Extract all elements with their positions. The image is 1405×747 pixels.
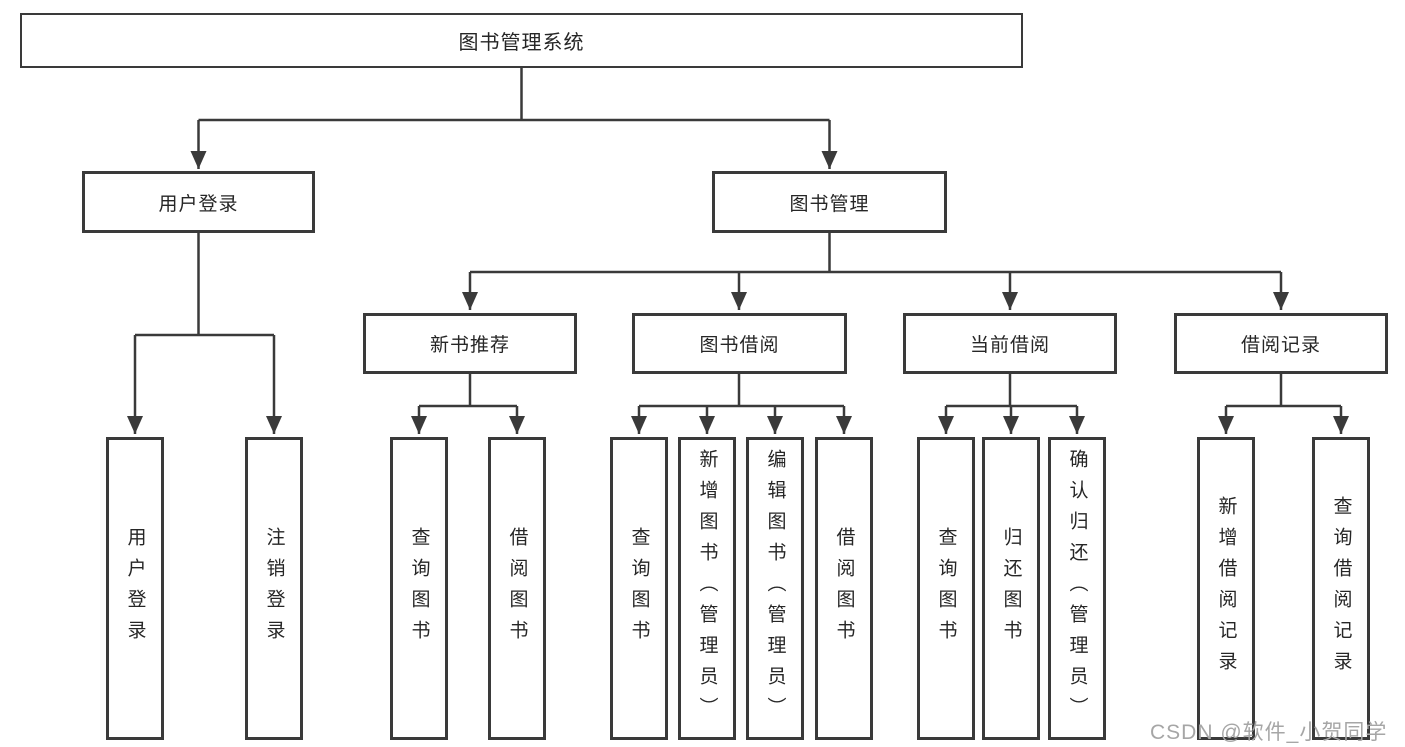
node-book-management: 图书管理 xyxy=(712,171,947,233)
node-logout-leaf: 注销登录 xyxy=(245,437,303,740)
connector-current-borrowing-trunk xyxy=(946,374,1077,408)
node-borrowing-records: 借阅记录 xyxy=(1174,313,1388,374)
node-return-book: 归还图书 xyxy=(982,437,1040,740)
node-borrow-book-borrowing: 借阅图书 xyxy=(815,437,873,740)
node-user-login-leaf: 用户登录 xyxy=(106,437,164,740)
node-add-borrow-record: 新增借阅记录 xyxy=(1197,437,1255,740)
node-book-borrowing: 图书借阅 xyxy=(632,313,847,374)
connector-book-management-trunk xyxy=(470,233,1281,274)
node-query-book-current: 查询图书 xyxy=(917,437,975,740)
node-current-borrowing: 当前借阅 xyxy=(903,313,1117,374)
node-edit-book-admin: 编辑图书（管理员） xyxy=(746,437,804,740)
connector-user-login-trunk xyxy=(135,233,274,337)
connector-new-book-recommend-trunk xyxy=(419,374,517,408)
node-borrow-book-recommend: 借阅图书 xyxy=(488,437,546,740)
csdn-watermark: CSDN @软件_小贺同学 xyxy=(1150,721,1388,744)
connector-book-borrowing-trunk xyxy=(639,374,844,408)
node-query-book-recommend: 查询图书 xyxy=(390,437,448,740)
node-user-login: 用户登录 xyxy=(82,171,315,233)
node-system-root: 图书管理系统 xyxy=(20,13,1023,68)
node-new-book-recommend: 新书推荐 xyxy=(363,313,577,374)
connector-borrowing-records-trunk xyxy=(1226,374,1341,408)
node-confirm-return-admin: 确认归还（管理员） xyxy=(1048,437,1106,740)
node-query-book-borrowing: 查询图书 xyxy=(610,437,668,740)
connector-root-trunk xyxy=(198,68,830,122)
node-add-book-admin: 新增图书（管理员） xyxy=(678,437,736,740)
node-query-borrow-record: 查询借阅记录 xyxy=(1312,437,1370,740)
